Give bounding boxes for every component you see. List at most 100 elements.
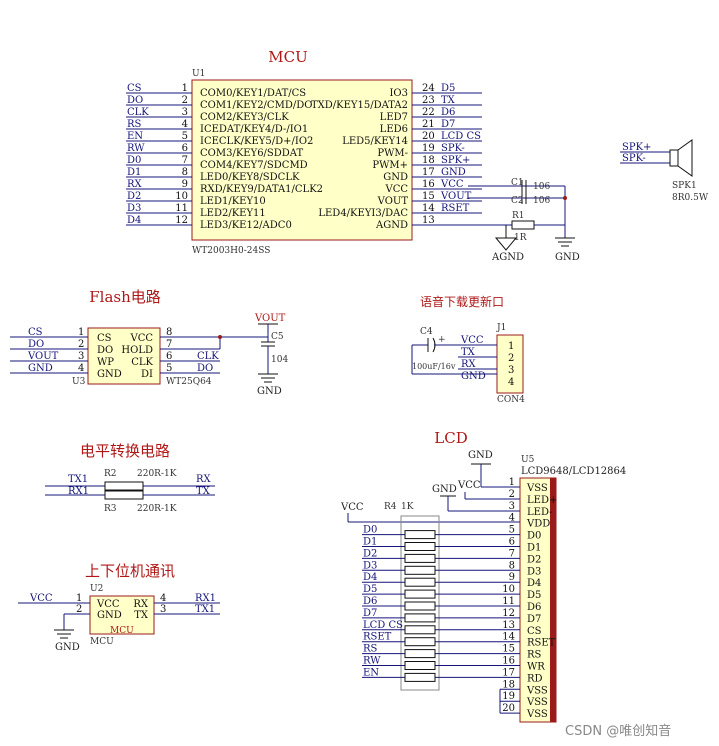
- c5-value: 104: [271, 355, 288, 365]
- lcd-pin-name: D2: [527, 554, 541, 565]
- host-pin-number: 3: [160, 604, 166, 615]
- flash-body: [87, 327, 161, 385]
- watermark: CSDN @唯创知音: [565, 723, 671, 739]
- flash-pin-number: 2: [78, 339, 84, 350]
- lcd-pin-name: VSS: [526, 709, 548, 720]
- mcu-pin-number: 16: [422, 179, 435, 190]
- host-pin-name: RX: [133, 599, 149, 610]
- flash-part: WT25Q64: [166, 377, 212, 387]
- mcu-net-label: D2: [127, 191, 141, 202]
- r1-ref: R1: [512, 211, 525, 221]
- mcu-pin-name: LED5/KEY14: [342, 136, 408, 147]
- flash-pin-number: 8: [166, 327, 172, 338]
- speaker-cone-icon: [677, 139, 693, 177]
- j1-body: [496, 334, 524, 394]
- flash-net-label: GND: [28, 363, 53, 374]
- lcd-vcc-top: VCC: [457, 480, 481, 491]
- host-net-label: TX1: [195, 604, 215, 615]
- lcd-pin-name: VSS: [526, 697, 548, 708]
- mcu-pin-number: 8: [182, 167, 188, 178]
- host-body: [89, 595, 155, 635]
- mcu-support-parts: C1 106 C2 106 R1 1R AGND GND: [468, 178, 580, 263]
- lcd-net-label: D2: [363, 548, 377, 559]
- mcu-pin-name: TXD/KEY15/DATA2: [311, 100, 408, 111]
- lcd-pin-name: CS: [527, 626, 542, 637]
- mcu-pin-name: ICEDAT/KEY4/D-/IO1: [200, 124, 308, 135]
- r4-value: 1K: [401, 502, 414, 512]
- mcu-pin-number: 14: [422, 203, 435, 214]
- mcu-net-label: SPK-: [441, 143, 465, 154]
- r4-element: [404, 601, 436, 611]
- flash-junction: [218, 335, 222, 339]
- r4-element: [404, 625, 436, 635]
- lcd-net-label: D6: [363, 596, 377, 607]
- mcu-net-label: D0: [127, 155, 141, 166]
- mcu-net-label: RSET: [441, 203, 470, 214]
- c2-ref: C2: [511, 196, 524, 206]
- host-pin-name: VCC: [96, 599, 120, 610]
- lcd-net-label: LCD CS: [363, 620, 403, 631]
- lcd-pin-number: 15: [502, 644, 515, 655]
- agnd-label: AGND: [491, 252, 524, 263]
- lcd-pin-number: 10: [502, 584, 515, 595]
- flash-pin-name: DO: [97, 345, 113, 356]
- lcd-pin-name: D3: [527, 566, 541, 577]
- flash-pin-number: 4: [78, 363, 84, 374]
- j1-pin-number: 2: [508, 353, 514, 364]
- mcu-pin-number: 11: [175, 203, 188, 214]
- level-right-net-1: RX: [196, 474, 212, 485]
- c4-value: 100uF/16v: [412, 362, 456, 371]
- mcu-net-label: D7: [441, 119, 455, 130]
- mcu-part: WT2003H0-24SS: [192, 246, 270, 256]
- mcu-net-label: D4: [127, 215, 141, 226]
- mcu-pin-name: IO3: [389, 88, 408, 99]
- lcd-title: LCD: [434, 429, 467, 447]
- mcu-pin-name: VCC: [384, 184, 408, 195]
- lcd-pin-name: D1: [527, 543, 541, 554]
- lcd-pin-name: D7: [527, 614, 541, 625]
- flash-pin-name: DI: [141, 369, 153, 380]
- r4-element: [404, 661, 436, 670]
- mcu-pin-name: COM3/KEY6/SDDAT: [200, 148, 303, 159]
- r4-element: [404, 613, 436, 623]
- lcd-pin-number: 11: [502, 596, 515, 607]
- lcd-pin-number: 13: [502, 620, 515, 631]
- lcd-pin-name: VSS: [526, 685, 548, 696]
- host-ref: U2: [90, 584, 103, 594]
- flash-pin-name: WP: [97, 357, 114, 368]
- lcd-pin-number: 3: [509, 501, 515, 512]
- mcu-pin-number: 9: [182, 179, 188, 190]
- mcu-pin-number: 23: [422, 95, 435, 106]
- r2-ref: R2: [104, 469, 117, 479]
- r4-ref: R4: [384, 502, 397, 512]
- mcu-net-label: CLK: [127, 107, 149, 118]
- mcu-pin-name: COM4/KEY7/SDCMD: [200, 160, 308, 171]
- mcu-pin-name: LED2/KEY11: [200, 208, 266, 219]
- r4-element: [404, 565, 436, 575]
- r4-network-body: [400, 515, 440, 691]
- lcd-gnd-top: GND: [468, 450, 493, 461]
- mcu-net-label: CS: [127, 83, 142, 94]
- flash-net-label: DO: [28, 339, 44, 350]
- mcu-pin-name: COM1/KEY2/CMD/DO: [200, 100, 312, 111]
- mcu-pin-number: 7: [182, 155, 188, 166]
- r4-element: [404, 637, 436, 647]
- mcu-net-label: TX: [441, 95, 456, 106]
- mcu-pin-number: 19: [422, 143, 435, 154]
- level-right-net-2: TX: [196, 486, 211, 497]
- j1-net-label: VCC: [460, 335, 484, 346]
- mcu-net-label: VOUT: [440, 191, 472, 202]
- lcd-pin-name: LED-: [527, 507, 553, 518]
- mcu-title: MCU: [268, 48, 307, 66]
- j1-pin-number: 3: [508, 365, 514, 376]
- lcd-net-label: EN: [363, 667, 379, 678]
- r3-ref: R3: [104, 504, 117, 514]
- lcd-pin-number: 1: [509, 477, 515, 488]
- mcu-net-label: VCC: [440, 179, 464, 190]
